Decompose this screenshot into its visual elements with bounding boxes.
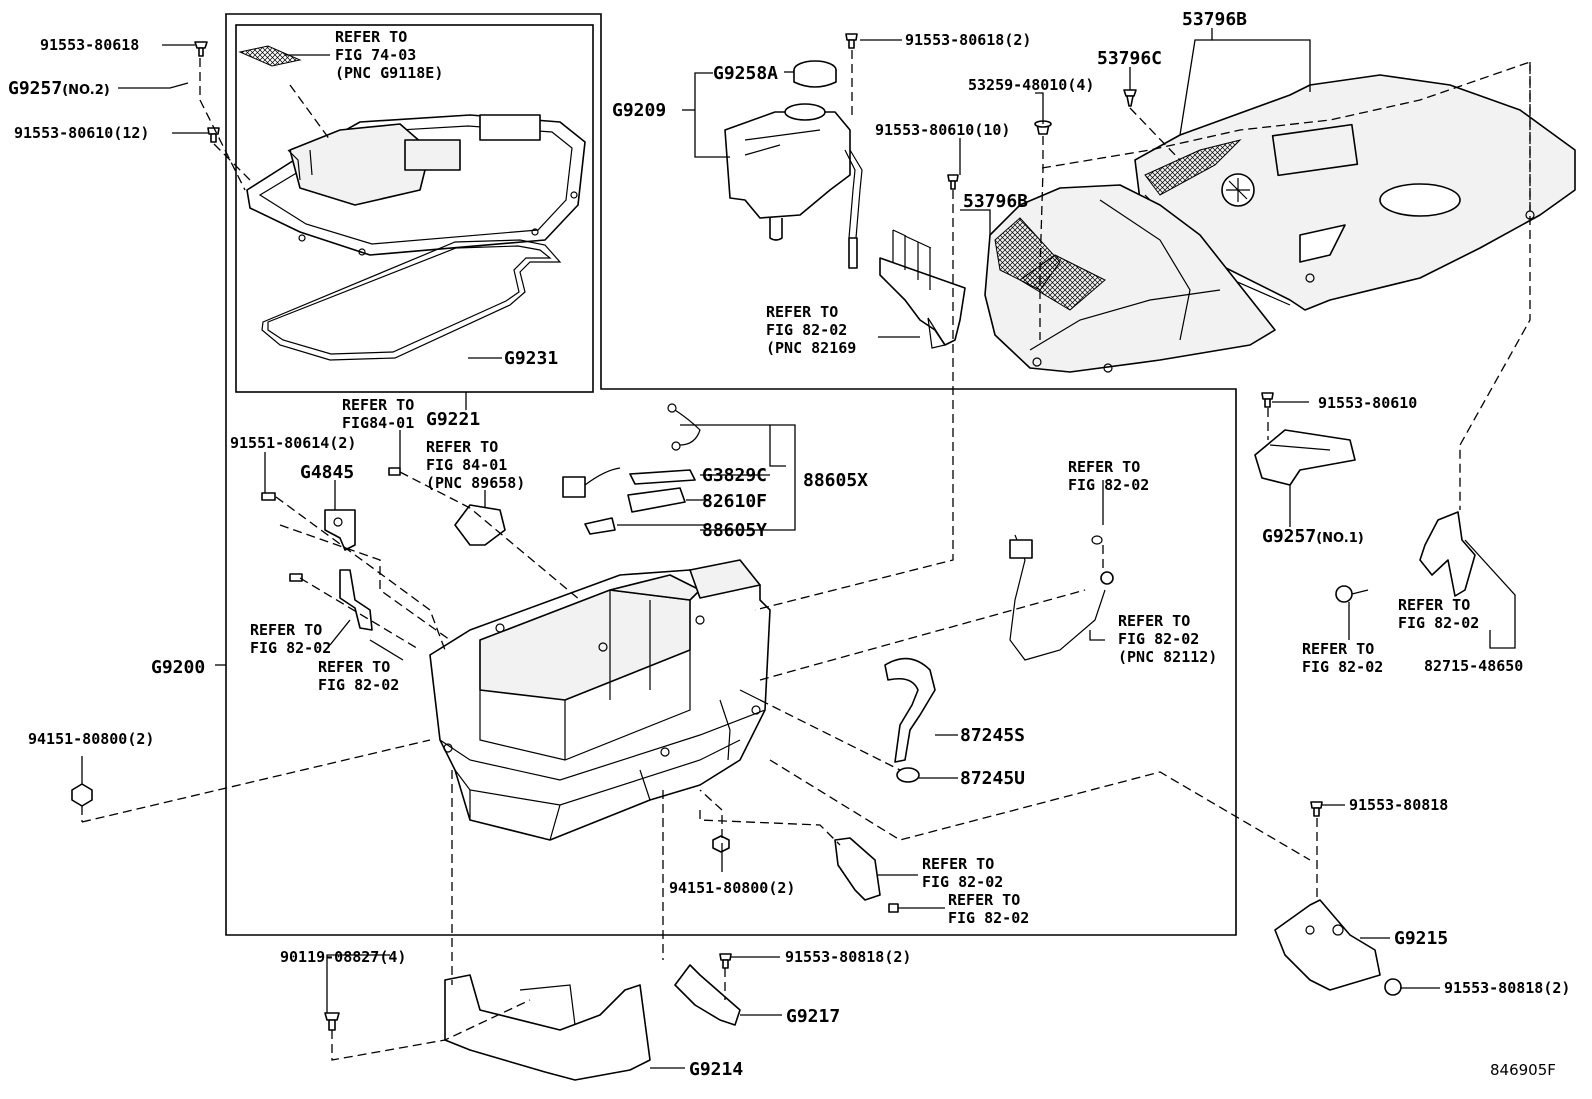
callout-c22[interactable]: 82610F — [702, 491, 767, 512]
bolt-91553-80818-bottom — [719, 953, 732, 969]
bolt-icons — [71, 33, 1323, 1031]
callout-c35[interactable]: 91553-80610 — [1318, 394, 1417, 412]
callout-c12[interactable]: 53259-48010(4) — [968, 76, 1094, 94]
engine-cover-left-part — [984, 184, 1276, 373]
reservoir-tank-part — [724, 60, 863, 269]
callout-c46[interactable]: G9214 — [689, 1059, 743, 1080]
bolt-g9215-side — [1384, 978, 1402, 996]
bolt-90119 — [324, 1012, 340, 1031]
callout-c44[interactable]: 91553-80818(2) — [785, 948, 911, 966]
grommet-53259 — [1034, 120, 1052, 135]
inset-frame-g9221 — [235, 24, 594, 393]
callout-c05[interactable]: G9231 — [504, 348, 558, 369]
bracket-g4845-part — [324, 509, 356, 551]
bracket-89658-part — [454, 504, 506, 546]
leader-lines — [81, 28, 1516, 1069]
callout-c01[interactable]: 91553-80618 — [40, 36, 139, 54]
callout-c10[interactable]: 53796B — [1182, 9, 1247, 30]
bolt-91553-80618-top — [845, 33, 858, 49]
bolt-91553-80818-right — [1310, 801, 1323, 817]
assembly-frame-g9200 — [225, 13, 1237, 936]
bolt-91553-80618-top-left — [194, 41, 208, 57]
bracket-g9217-part — [674, 964, 741, 1026]
bracket-lower-center-part — [834, 837, 881, 901]
callout-labels: 91553-80618 G9257(NO.2) 91553-80610(12) … — [8, 9, 1570, 1080]
callout-c32[interactable]: 94151-80800(2) — [669, 879, 795, 897]
drawing-number: 846905F — [1490, 1061, 1556, 1079]
bolt-91553-80610-10 — [947, 174, 959, 190]
callout-c41[interactable]: G9215 — [1394, 928, 1448, 949]
clip-53796c — [1123, 89, 1137, 107]
nut-94151-center — [712, 835, 730, 853]
callout-c03[interactable]: 91553-80610(12) — [14, 124, 149, 142]
callout-c14[interactable]: 53796B — [963, 191, 1028, 212]
bracket-lower-left-part — [339, 569, 373, 631]
callout-c40[interactable]: 91553-80818 — [1349, 796, 1448, 814]
callout-c43[interactable]: 90119-08827(4) — [280, 948, 406, 966]
callout-c07[interactable]: G9258A — [713, 63, 778, 84]
bolt-82715 — [1335, 585, 1369, 603]
nut-94151-left — [71, 783, 93, 807]
bracket-82169-part — [879, 229, 966, 349]
inverter-cover-part — [246, 114, 586, 256]
cable-82112-part — [1009, 534, 1114, 661]
callout-c08[interactable]: G9209 — [612, 100, 666, 121]
callout-c21[interactable]: 88605X — [803, 470, 868, 491]
assembly-dashed-lines — [81, 50, 1531, 1061]
callout-c23[interactable]: 88605Y — [702, 520, 767, 541]
hose-87245s-part — [884, 657, 936, 763]
callout-c31[interactable]: 94151-80800(2) — [28, 730, 154, 748]
clamp-87245u-part — [896, 767, 920, 783]
callout-c20[interactable]: G3829C — [702, 465, 767, 486]
callout-c19[interactable]: G4845 — [300, 462, 354, 483]
callout-c09[interactable]: 91553-80618(2) — [905, 31, 1031, 49]
inverter-assembly-part — [429, 559, 771, 841]
callout-c30[interactable]: 87245U — [960, 768, 1025, 789]
bracket-g9215-part — [1274, 899, 1381, 991]
bolt-refer-82-02-bottom — [888, 903, 899, 913]
callout-c39[interactable]: 82715-48650 — [1424, 657, 1523, 675]
callout-c29[interactable]: 87245S — [960, 725, 1025, 746]
bracket-g9257-no1-part — [1254, 429, 1356, 486]
bolt-91553-80610-left — [207, 127, 220, 143]
callout-c17[interactable]: 91551-80614(2) — [230, 434, 356, 452]
callout-c02[interactable]: G9257(NO.2) — [8, 78, 110, 99]
callout-c13[interactable]: 91553-80610(10) — [875, 121, 1010, 139]
small-plate-part — [238, 45, 302, 67]
bracket-g9214-part — [444, 974, 651, 1081]
callout-c36[interactable]: G9257(NO.1) — [1262, 526, 1364, 547]
bolt-small-left — [261, 467, 401, 582]
gasket-g9231 — [261, 239, 562, 361]
wire-harness-parts — [562, 403, 701, 535]
callout-c45[interactable]: G9217 — [786, 1006, 840, 1027]
callout-c26[interactable]: G9200 — [151, 657, 205, 678]
callout-c06[interactable]: G9221 — [426, 409, 480, 430]
bracket-82715-part — [1419, 511, 1476, 597]
callout-c11[interactable]: 53796C — [1097, 48, 1162, 69]
bolt-91553-80610-right — [1261, 392, 1274, 408]
callout-c42[interactable]: 91553-80818(2) — [1444, 979, 1570, 997]
